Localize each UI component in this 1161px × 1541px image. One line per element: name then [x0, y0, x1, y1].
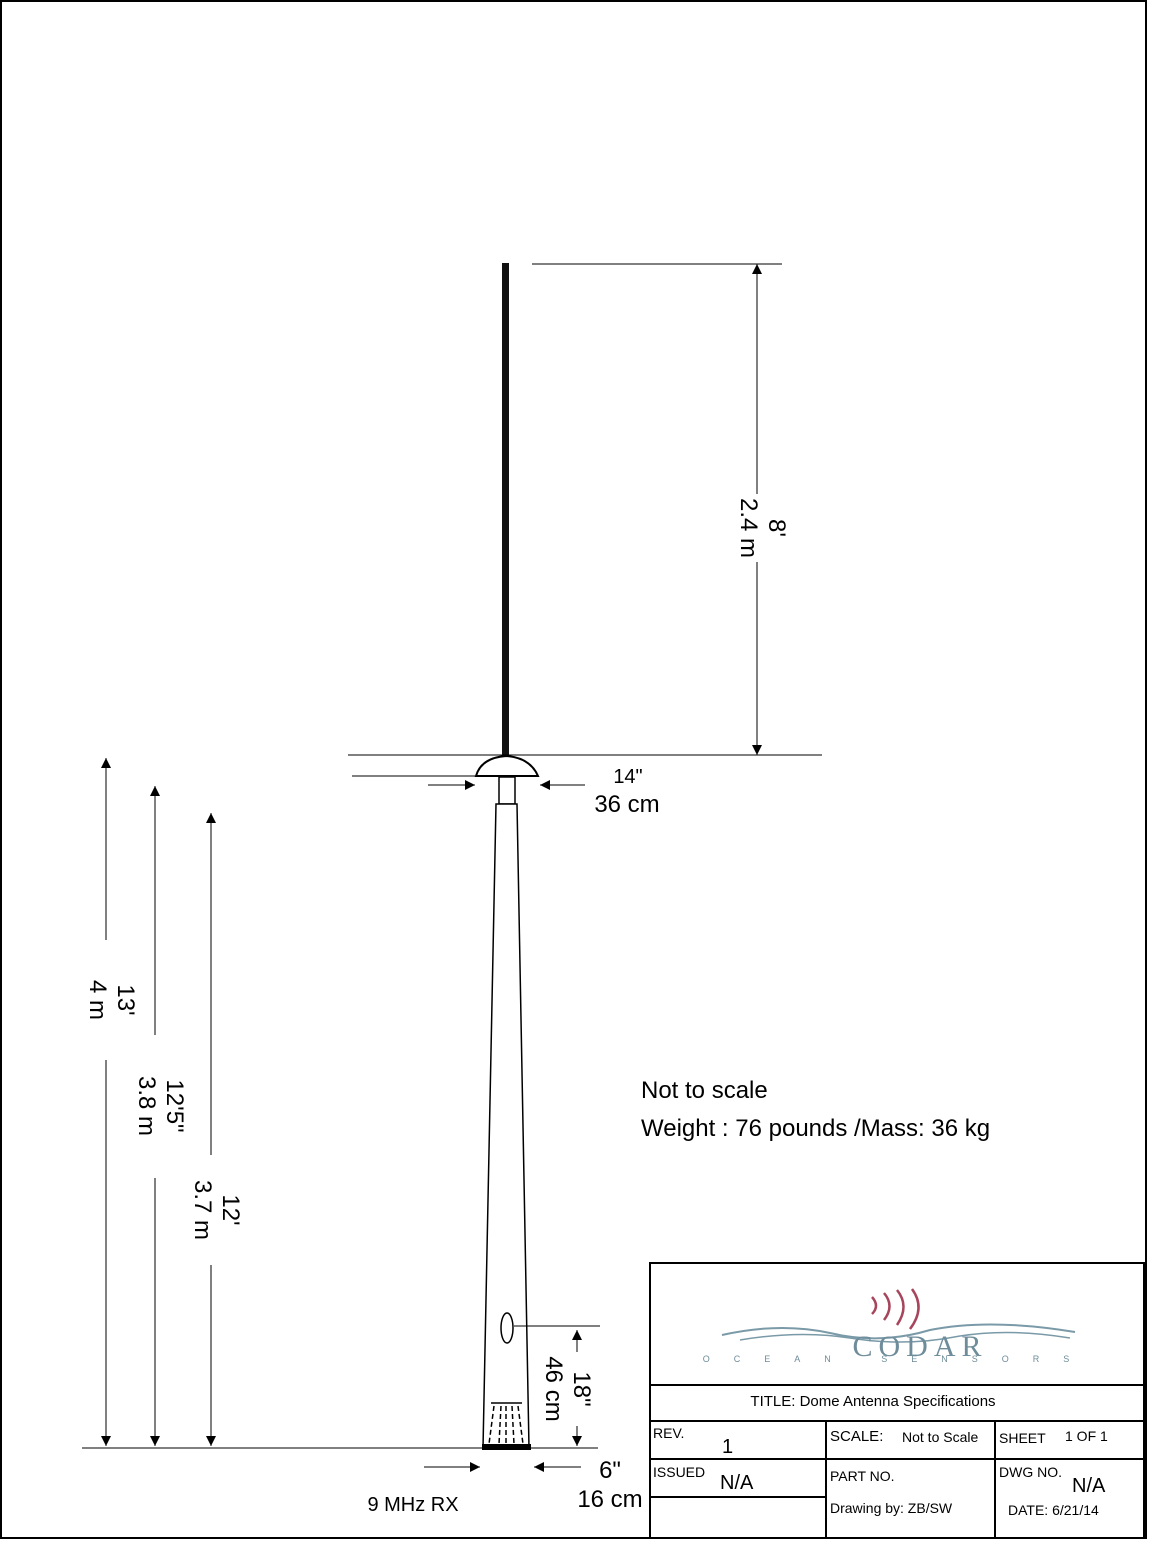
dome [474, 754, 540, 777]
pole-height-ft: 12' [217, 1194, 244, 1225]
whip-dimension-label: 8' 2.4 m [735, 498, 790, 558]
base-width-cm: 16 cm [577, 1486, 642, 1513]
port-height-cm: 46 cm [540, 1356, 567, 1421]
rev-value: 1 [722, 1436, 733, 1458]
mast-height-ft: 12'5" [161, 1079, 188, 1132]
issued-value: N/A [720, 1472, 754, 1494]
part-no-label: PART NO. [830, 1468, 895, 1484]
dwg-no-value: N/A [1072, 1475, 1106, 1497]
weight-note: Weight : 76 pounds /Mass: 36 kg [641, 1115, 990, 1142]
codar-logo: CODAR OCEAN SENSORS [703, 1288, 1094, 1364]
total-height-m: 4 m [84, 980, 111, 1020]
dimension-lines [82, 263, 822, 1472]
pole-height-m: 3.7 m [189, 1180, 216, 1240]
scale-note: Not to scale [641, 1077, 768, 1104]
dome-width-in: 14" [613, 766, 642, 788]
base-fins [488, 1405, 524, 1445]
antenna-caption: 9 MHz RX [367, 1494, 458, 1516]
dwg-no-label: DWG NO. [999, 1464, 1062, 1480]
cable-port [500, 1312, 514, 1344]
rev-label: REV. [653, 1425, 684, 1441]
whip-height-ft: 8' [763, 519, 790, 537]
base-plate [482, 1444, 531, 1450]
mast-height-m: 3.8 m [133, 1076, 160, 1136]
logo-subtext: OCEAN SENSORS [703, 1354, 1094, 1364]
antenna [474, 263, 540, 1450]
mast-height-label: 12'5" 3.8 m [133, 1076, 188, 1136]
dome-neck [498, 776, 516, 805]
total-height-ft: 13' [112, 984, 139, 1015]
drawing-date: DATE: 6/21/14 [1008, 1502, 1099, 1518]
base-width-in: 6" [599, 1457, 621, 1484]
scale-value: Not to Scale [902, 1429, 978, 1445]
dome-width-cm: 36 cm [594, 791, 659, 818]
mast [482, 803, 530, 1449]
drawn-by: Drawing by: ZB/SW [830, 1500, 953, 1516]
sheet-label: SHEET [999, 1430, 1046, 1446]
title-block: CODAR OCEAN SENSORS TITLE: Dome Antenna … [649, 1262, 1145, 1539]
drawing-title: TITLE: Dome Antenna Specifications [750, 1393, 995, 1410]
port-height-in: 18" [568, 1371, 595, 1406]
port-height-label: 18" 46 cm [540, 1356, 595, 1421]
sheet-value: 1 OF 1 [1065, 1428, 1108, 1444]
whip-height-m: 2.4 m [735, 498, 762, 558]
scale-label: SCALE: [830, 1428, 883, 1445]
total-height-label: 13' 4 m [84, 980, 139, 1020]
issued-label: ISSUED [653, 1464, 705, 1480]
logo-text: CODAR [852, 1330, 987, 1363]
pole-height-label: 12' 3.7 m [189, 1180, 244, 1240]
whip-element [502, 263, 509, 756]
